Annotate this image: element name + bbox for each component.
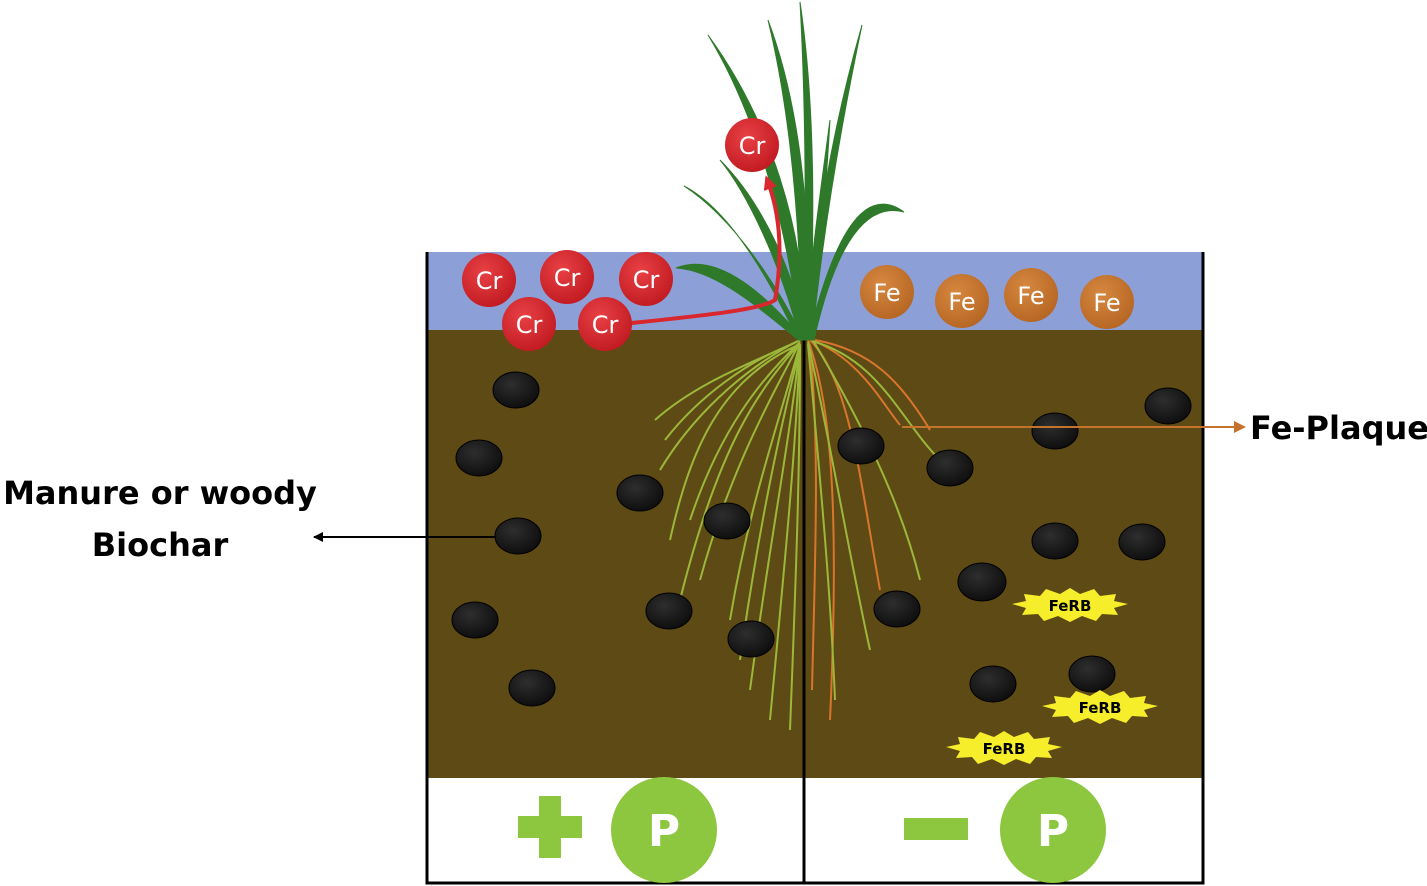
biochar-particle bbox=[645, 592, 693, 630]
biochar-particle bbox=[703, 502, 751, 540]
biochar-particle bbox=[873, 590, 921, 628]
container-outline bbox=[425, 252, 1205, 885]
biochar-particle bbox=[1068, 655, 1116, 693]
ferb-bacteria: FeRB bbox=[1042, 690, 1158, 724]
ferb-label: FeRB bbox=[1079, 699, 1122, 717]
iron-ion-label: Fe bbox=[948, 288, 975, 316]
ferb-bacteria: FeRB bbox=[1012, 588, 1128, 622]
biochar-particle bbox=[1118, 523, 1166, 561]
chromium-ion: Cr bbox=[540, 250, 594, 304]
biochar-particle bbox=[727, 620, 775, 658]
biochar-particle bbox=[494, 517, 542, 555]
phosphorus-plus-label: P bbox=[648, 806, 680, 857]
biochar-particle bbox=[1031, 412, 1079, 450]
biochar-label-line1: Manure or woody bbox=[3, 474, 317, 512]
iron-ion: Fe bbox=[860, 265, 914, 319]
biochar-particle bbox=[616, 474, 664, 512]
plant-leaves bbox=[675, 1, 905, 341]
biochar-particle bbox=[957, 562, 1007, 602]
chromium-ion-label: Cr bbox=[516, 311, 543, 339]
biochar-particle bbox=[455, 439, 503, 477]
chromium-ion-label: Cr bbox=[554, 264, 581, 292]
biochar-particles bbox=[451, 371, 1192, 707]
chromium-ion: Cr bbox=[502, 297, 556, 351]
iron-ion: Fe bbox=[1004, 268, 1058, 322]
chromium-ion: Cr bbox=[578, 297, 632, 351]
biochar-particle bbox=[969, 665, 1017, 703]
biochar-particle bbox=[492, 371, 540, 409]
iron-ion: Fe bbox=[1080, 275, 1134, 329]
biochar-particle bbox=[837, 427, 885, 465]
biochar-particle bbox=[508, 669, 556, 707]
phosphorus-minus: P bbox=[1000, 777, 1106, 883]
phosphorus-plus: P bbox=[611, 777, 717, 883]
biochar-particle bbox=[451, 601, 499, 639]
iron-ion: Fe bbox=[935, 274, 989, 328]
chromium-ion: Cr bbox=[462, 253, 516, 307]
biochar-particle bbox=[1144, 387, 1192, 425]
chromium-ion-label: Cr bbox=[739, 132, 766, 160]
biochar-particle bbox=[926, 449, 974, 487]
phosphorus-minus-label: P bbox=[1037, 806, 1069, 857]
chromium-ion: Cr bbox=[725, 118, 779, 172]
fe-plaque-label: Fe-Plaque bbox=[1250, 409, 1427, 447]
chromium-ion-label: Cr bbox=[633, 266, 660, 294]
chromium-ion-label: Cr bbox=[476, 267, 503, 295]
ferb-label: FeRB bbox=[1049, 597, 1092, 615]
biochar-label-line2: Biochar bbox=[92, 526, 229, 564]
minus-icon bbox=[904, 818, 968, 840]
chromium-uptake-arrow bbox=[621, 175, 782, 326]
iron-ion-label: Fe bbox=[873, 279, 900, 307]
roots-plus-p bbox=[654, 339, 801, 731]
biochar-particle bbox=[1031, 522, 1079, 560]
chromium-ion-label: Cr bbox=[592, 311, 619, 339]
chromium-ion: Cr bbox=[619, 252, 673, 306]
iron-ion-label: Fe bbox=[1093, 289, 1120, 317]
plus-icon bbox=[518, 796, 582, 858]
ferb-label: FeRB bbox=[983, 740, 1026, 758]
iron-ion-label: Fe bbox=[1017, 282, 1044, 310]
ferb-bacteria: FeRB bbox=[946, 731, 1062, 765]
